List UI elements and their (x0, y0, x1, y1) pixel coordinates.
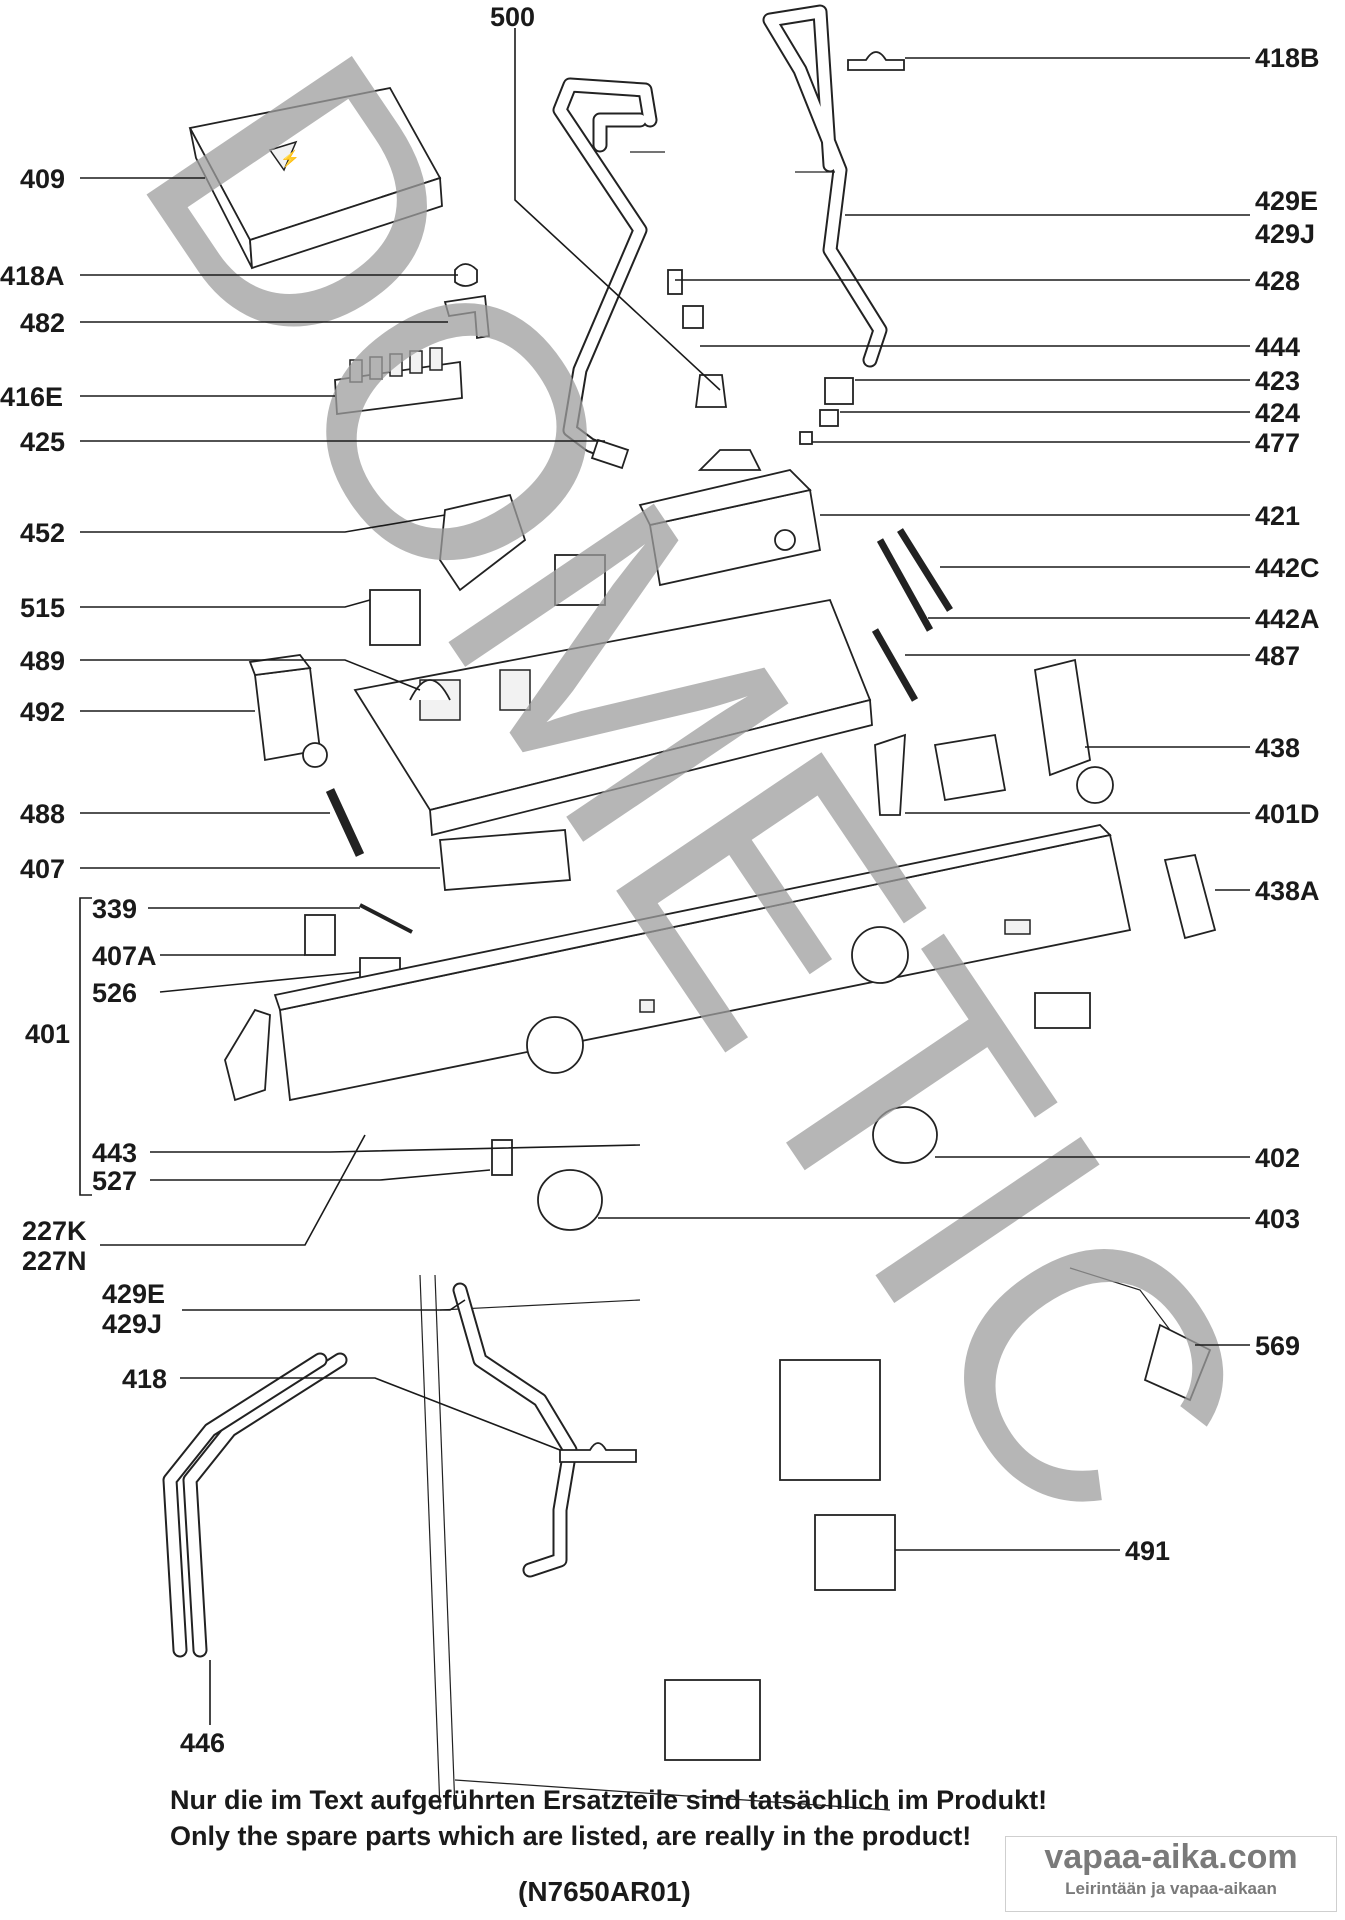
label-482: 482 (20, 308, 65, 338)
label-446: 446 (180, 1728, 225, 1758)
part-401D-bracket (874, 733, 906, 816)
label-500: 500 (490, 2, 535, 32)
part-339-wire (359, 903, 413, 934)
part-442A-rod (876, 538, 934, 632)
label-429E-top: 429E (1255, 186, 1318, 216)
label-339: 339 (92, 894, 137, 924)
part-labels: 500 418B 409 429E 429J 418A 428 482 444 … (0, 2, 1320, 1758)
part-lower-terminal-block-a (664, 1679, 761, 1761)
label-409: 409 (20, 164, 65, 194)
label-401D: 401D (1255, 799, 1320, 829)
leader-lines (79, 28, 1250, 1725)
part-409-cover: ⚡ (188, 86, 443, 270)
label-438A: 438A (1255, 876, 1320, 906)
part-403-knob (537, 1169, 603, 1231)
part-418-clip (559, 1442, 637, 1463)
part-428-fitting (667, 269, 683, 295)
part-569-power-cord (1069, 1267, 1171, 1331)
label-487: 487 (1255, 641, 1300, 671)
label-442A: 442A (1255, 604, 1320, 634)
part-487-rod (871, 628, 919, 702)
label-442C: 442C (1255, 553, 1320, 583)
label-401: 401 (25, 1019, 70, 1049)
watermark: DOMETIC (66, 0, 1327, 1589)
part-515-holder (369, 589, 421, 646)
drawing-code: (N7650AR01) (518, 1876, 691, 1907)
label-227N: 227N (22, 1246, 87, 1276)
label-488: 488 (20, 799, 65, 829)
label-526: 526 (92, 978, 137, 1008)
label-407A: 407A (92, 941, 157, 971)
part-438A-battery (1163, 853, 1217, 940)
part-423-nut (824, 377, 854, 405)
label-477: 477 (1255, 428, 1300, 458)
label-569: 569 (1255, 1331, 1300, 1361)
label-438: 438 (1255, 733, 1300, 763)
label-407: 407 (20, 854, 65, 884)
site-name: vapaa-aika.com (1044, 1838, 1298, 1876)
svg-text:DOMETIC: DOMETIC (66, 0, 1327, 1589)
label-418A: 418A (0, 261, 65, 291)
parts-drawing: ⚡ (162, 4, 1217, 1811)
label-429E-bottom: 429E (102, 1279, 165, 1309)
label-515: 515 (20, 593, 65, 623)
part-401-control-panel (273, 824, 1132, 1102)
part-418B-clip (847, 51, 905, 71)
part-416E-terminal-block (334, 347, 463, 416)
part-444-nut (682, 305, 704, 329)
label-402: 402 (1255, 1143, 1300, 1173)
footer-note-german: Nur die im Text aufgeführten Ersatzteile… (170, 1785, 1048, 1815)
label-452: 452 (20, 518, 65, 548)
part-407A-switch (304, 914, 336, 956)
part-panel-side-bracket (224, 1008, 271, 1102)
part-438-ignitor (1033, 658, 1114, 804)
footer-note-english: Only the spare parts which are listed, a… (170, 1821, 972, 1851)
part-424-ferrule (819, 409, 839, 427)
part-lower-terminal-block-b (779, 1359, 881, 1481)
label-421: 421 (1255, 501, 1300, 531)
part-418A-clip (454, 263, 478, 287)
label-444: 444 (1255, 332, 1300, 362)
part-panel-socket (1034, 992, 1091, 1029)
part-489-bracket-plate (353, 598, 873, 837)
label-489: 489 (20, 646, 65, 676)
label-424: 424 (1255, 398, 1300, 428)
label-429J-bottom: 429J (102, 1309, 162, 1339)
label-418: 418 (122, 1364, 167, 1394)
part-407-plate (439, 829, 571, 891)
label-491: 491 (1125, 1536, 1170, 1566)
label-443: 443 (92, 1138, 137, 1168)
part-421-gas-valve (638, 449, 822, 587)
label-416E: 416E (0, 382, 63, 412)
label-429J-top: 429J (1255, 219, 1315, 249)
part-452-cap (439, 493, 527, 592)
label-423: 423 (1255, 366, 1300, 396)
part-482-bracket (443, 294, 490, 340)
part-492-block (248, 654, 328, 768)
part-402-knob (872, 1106, 938, 1164)
label-527: 527 (92, 1166, 137, 1196)
part-477-jet (799, 431, 813, 445)
part-500-nozzle (694, 374, 728, 408)
part-527-part (491, 1139, 513, 1176)
part-488-rod (325, 788, 365, 857)
label-492: 492 (20, 697, 65, 727)
label-425: 425 (20, 427, 65, 457)
label-227K: 227K (22, 1216, 87, 1246)
label-418B: 418B (1255, 43, 1320, 73)
svg-text:⚡: ⚡ (280, 149, 300, 168)
site-badge: vapaa-aika.com Leirintään ja vapaa-aikaa… (1005, 1836, 1337, 1912)
part-491-relay (814, 1514, 896, 1591)
part-429-tube-top (764, 6, 886, 366)
lower-frame (419, 1274, 891, 1811)
label-403: 403 (1255, 1204, 1300, 1234)
label-428: 428 (1255, 266, 1300, 296)
site-tagline: Leirintään ja vapaa-aikaan (1065, 1879, 1277, 1898)
part-442C-rod (897, 528, 953, 612)
